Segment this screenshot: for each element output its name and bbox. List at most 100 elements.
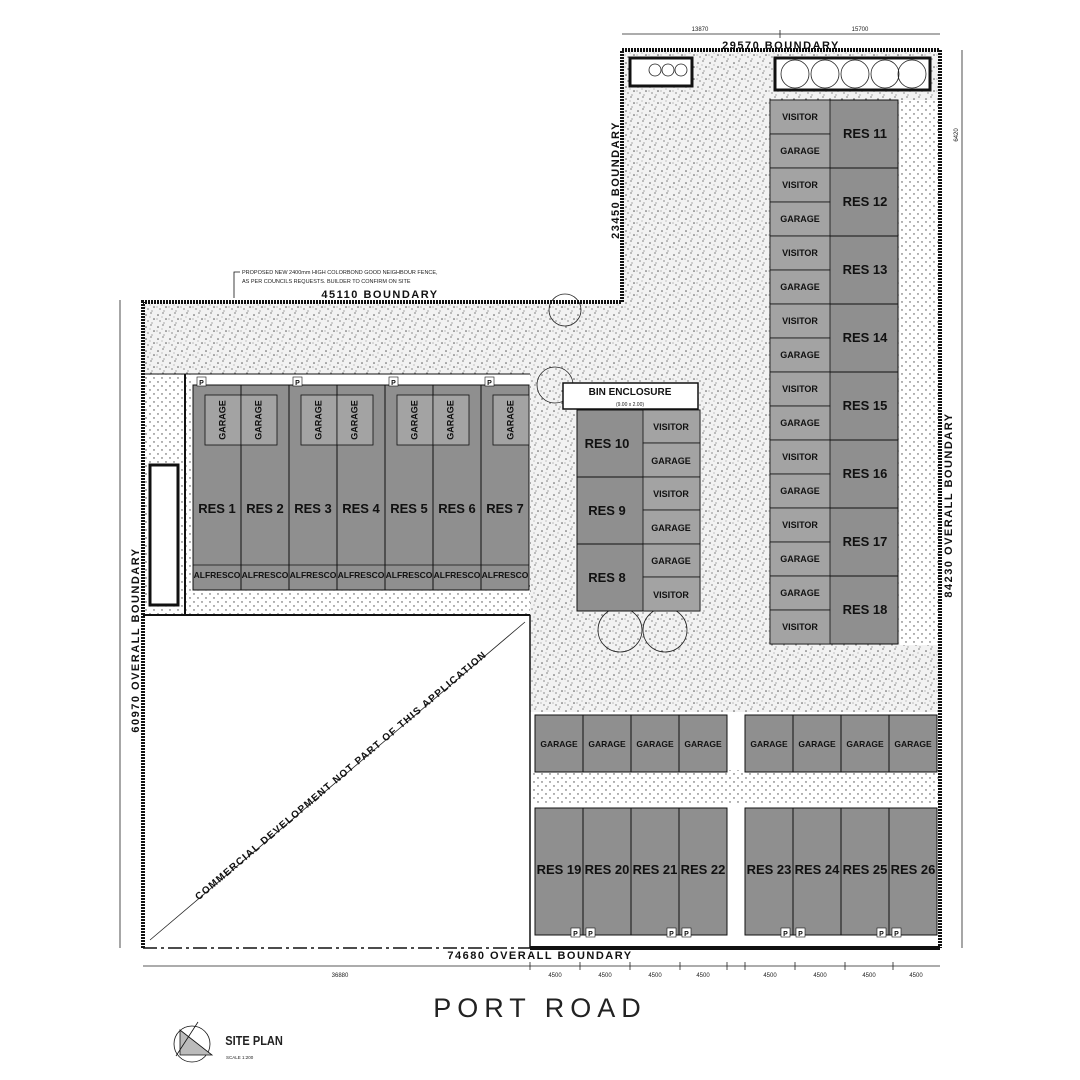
garage-label: GARAGE [313, 400, 323, 440]
unit-name: RES 9 [588, 503, 626, 518]
unit-res-26[interactable]: GARAGE RES 26 P [888, 714, 938, 938]
upper-left-boundary-label: 45110 BOUNDARY [321, 289, 438, 301]
garage-area [204, 394, 242, 446]
bottom-overall-boundary-label: 74680 OVERALL BOUNDARY [447, 950, 632, 962]
sub-label-b: GARAGE [780, 282, 820, 292]
unit-footprint [534, 807, 584, 936]
sub-area-b [769, 201, 831, 237]
alfresco-label: ALFRESCO [482, 570, 529, 580]
unit-name: RES 14 [843, 330, 889, 345]
unit-name: RES 26 [891, 862, 936, 877]
sub-area-b [769, 541, 831, 577]
garage-label: GARAGE [894, 739, 932, 749]
dim-bottom-unit: 4500 [696, 973, 710, 979]
right-overall-boundary-label: 84230 OVERALL BOUNDARY [943, 412, 955, 597]
landscaping [148, 56, 932, 653]
sub-area-a [769, 99, 831, 135]
parking-label: P [894, 931, 899, 938]
parking-box [795, 927, 806, 938]
parking-box [484, 376, 495, 387]
sub-area-b [769, 269, 831, 305]
parking-box [196, 376, 207, 387]
sub-area-a [642, 476, 701, 511]
parking-label: P [588, 931, 593, 938]
alfresco-label: ALFRESCO [386, 570, 433, 580]
arm-boundary-label: 23450 BOUNDARY [610, 121, 622, 239]
left-overall-boundary-label: 60970 OVERALL BOUNDARY [130, 547, 142, 732]
sub-label-b: GARAGE [780, 418, 820, 428]
garage-label: GARAGE [540, 739, 578, 749]
parking-label: P [573, 931, 578, 938]
unit-name: RES 10 [585, 436, 630, 451]
parking-label: P [783, 931, 788, 938]
sub-label-b: GARAGE [780, 554, 820, 564]
unit-name: RES 11 [843, 126, 887, 141]
sub-label-b: GARAGE [780, 350, 820, 360]
unit-name: RES 25 [843, 862, 888, 877]
sub-area-a [769, 303, 831, 339]
parking-box [570, 927, 581, 938]
parking-label: P [669, 931, 674, 938]
garage-label: GARAGE [798, 739, 836, 749]
unit-name: RES 21 [633, 862, 678, 877]
dim-bottom-unit: 4500 [813, 973, 827, 979]
parking-label: P [684, 931, 689, 938]
dim-bottom-unit: 4500 [763, 973, 777, 979]
bin-enclosure-label: BIN ENCLOSURE [589, 387, 672, 398]
garage-label: GARAGE [588, 739, 626, 749]
sub-label-a: GARAGE [651, 556, 691, 566]
parking-box [891, 927, 902, 938]
parking-box [681, 927, 692, 938]
garage-label: GARAGE [349, 400, 359, 440]
sub-label-a: VISITOR [782, 248, 818, 258]
dim-bottom-1: 36880 [332, 973, 349, 979]
unit-res-10[interactable]: VISITOR GARAGE RES 10 [576, 409, 701, 478]
boundary-lines [141, 48, 942, 950]
unit-name: RES 1 [198, 501, 236, 516]
garage-area [492, 394, 530, 446]
parking-box [876, 927, 887, 938]
alfresco-label: ALFRESCO [434, 570, 481, 580]
garage-area [240, 394, 278, 446]
unit-footprint [840, 807, 890, 936]
garage-label: GARAGE [505, 400, 515, 440]
sub-label-b: GARAGE [780, 146, 820, 156]
sub-label-b: GARAGE [651, 456, 691, 466]
dim-top-2: 15700 [852, 27, 869, 33]
commercial-note: COMMERCIAL DEVELOPMENT NOT PART OF THIS … [193, 649, 489, 902]
unit-footprint [630, 807, 680, 936]
dim-bottom-unit: 4500 [548, 973, 562, 979]
unit-res-13[interactable]: VISITOR GARAGE RES 13 [769, 235, 899, 305]
parking-box [780, 927, 791, 938]
sub-label-a: VISITOR [782, 452, 818, 462]
dimension-lines [119, 30, 963, 970]
unit-name: RES 13 [843, 262, 888, 277]
unit-name: RES 17 [843, 534, 888, 549]
sub-label-a: VISITOR [653, 422, 689, 432]
